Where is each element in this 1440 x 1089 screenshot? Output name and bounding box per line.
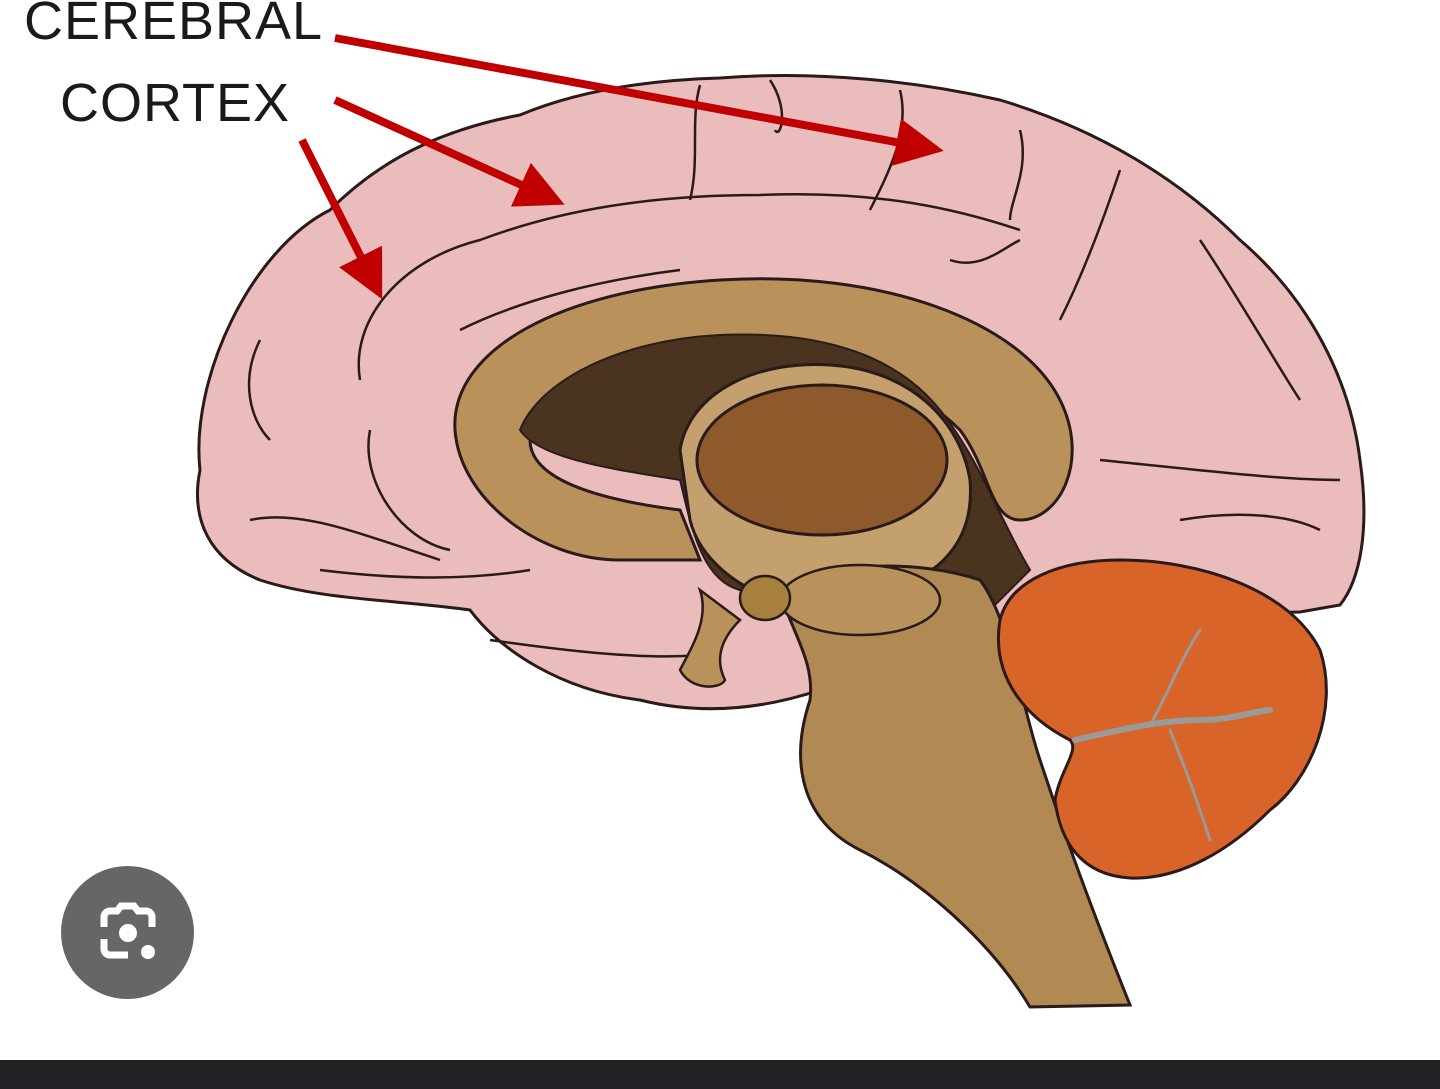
midbrain <box>778 563 942 637</box>
corpus-callosum <box>453 277 1074 562</box>
thalamus <box>695 383 949 537</box>
hypothalamus-pituitary <box>678 586 742 688</box>
pons-knob <box>738 574 792 622</box>
cerebellum <box>997 558 1328 880</box>
label-cortex: CORTEX <box>60 73 291 133</box>
google-lens-icon <box>100 902 156 959</box>
system-navigation-bar <box>0 1060 1440 1089</box>
brain-diagram <box>196 34 1366 1009</box>
cortex-arrows <box>298 34 944 300</box>
brainstem <box>778 564 1133 1009</box>
google-lens-button[interactable] <box>61 866 194 999</box>
label-cerebral: CEREBRAL <box>24 0 324 51</box>
